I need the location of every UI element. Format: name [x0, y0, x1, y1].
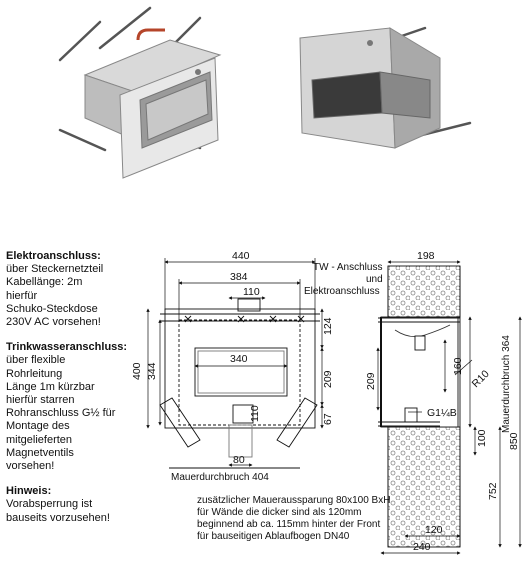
hinweis-line: bauseits vorzusehen!: [6, 511, 110, 524]
label-tw-anschluss: TW - Anschluss: [313, 262, 382, 273]
dim-198: 198: [417, 250, 435, 262]
note-line: für bauseitigen Ablaufbogen DN40: [197, 531, 350, 542]
dim-67: 67: [322, 413, 334, 425]
dim-100: 100: [476, 429, 488, 447]
note-line: für Wände die dicker sind als 120mm: [197, 507, 362, 518]
elektro-line: Kabellänge: 2m: [6, 276, 83, 289]
trink-line: Länge 1m kürzbar: [6, 380, 95, 393]
trink-line: Montage des: [6, 420, 70, 433]
hinweis-line: Vorabsperrung ist: [6, 498, 93, 511]
front-view: [159, 298, 320, 469]
dim-110-vertical: 110: [249, 405, 261, 422]
dim-110: 110: [243, 286, 260, 298]
label-tw-und: und: [366, 274, 383, 285]
elektro-heading: Elektroanschluss:: [6, 250, 101, 262]
elektro-line: über Steckernetzteil: [6, 263, 104, 276]
dim-80: 80: [233, 454, 245, 466]
label-mauerdurchbruch-404: Mauerdurchbruch 404: [171, 472, 269, 483]
dim-160: 160: [452, 357, 464, 375]
trink-line: mitgelieferten: [6, 433, 73, 446]
dim-g114b: G1¼B: [427, 407, 457, 419]
dim-120: 120: [425, 524, 443, 536]
dim-344: 344: [146, 362, 158, 380]
dim-240: 240: [413, 541, 431, 553]
note-line: zusätzlicher Maueraussparung 80x100 BxH: [197, 495, 390, 506]
trink-line: hierfür starren: [6, 394, 75, 407]
dim-124: 124: [322, 317, 334, 335]
elektro-line: Schuko-Steckdose: [6, 302, 98, 315]
elektro-line: 230V AC vorsehen!: [6, 316, 101, 329]
dim-r10: R10: [470, 368, 492, 390]
hinweis-heading: Hinweis:: [6, 485, 52, 498]
dim-384: 384: [230, 271, 248, 283]
dim-400: 400: [131, 362, 143, 380]
dim-209-front: 209: [322, 370, 334, 388]
dim-850: 850: [508, 432, 520, 450]
label-mauerdurchbruch-364: Mauerdurchbruch 364: [501, 335, 512, 433]
dim-440: 440: [232, 250, 250, 262]
trink-line: vorsehen!: [6, 460, 55, 473]
trink-line: über flexible: [6, 354, 66, 367]
dim-752: 752: [487, 482, 499, 500]
elektro-line: hierfür: [6, 289, 38, 302]
trink-line: Rohranschluss G½ für: [6, 407, 116, 420]
description-text: Elektroanschluss: über Steckernetzteil K…: [6, 250, 146, 525]
dim-209-side: 209: [365, 372, 377, 390]
note-line: beginnend ab ca. 115mm hinter der Front: [197, 519, 380, 530]
trink-line: Magnetventils: [6, 446, 74, 459]
trink-line: Rohrleitung: [6, 367, 63, 380]
label-elektroanschluss: Elektroanschluss: [304, 286, 380, 297]
dim-340: 340: [230, 353, 248, 365]
product-render-exploded: [58, 6, 222, 179]
product-render-installed: [299, 26, 472, 149]
trink-heading: Trinkwasseranschluss:: [6, 341, 128, 354]
